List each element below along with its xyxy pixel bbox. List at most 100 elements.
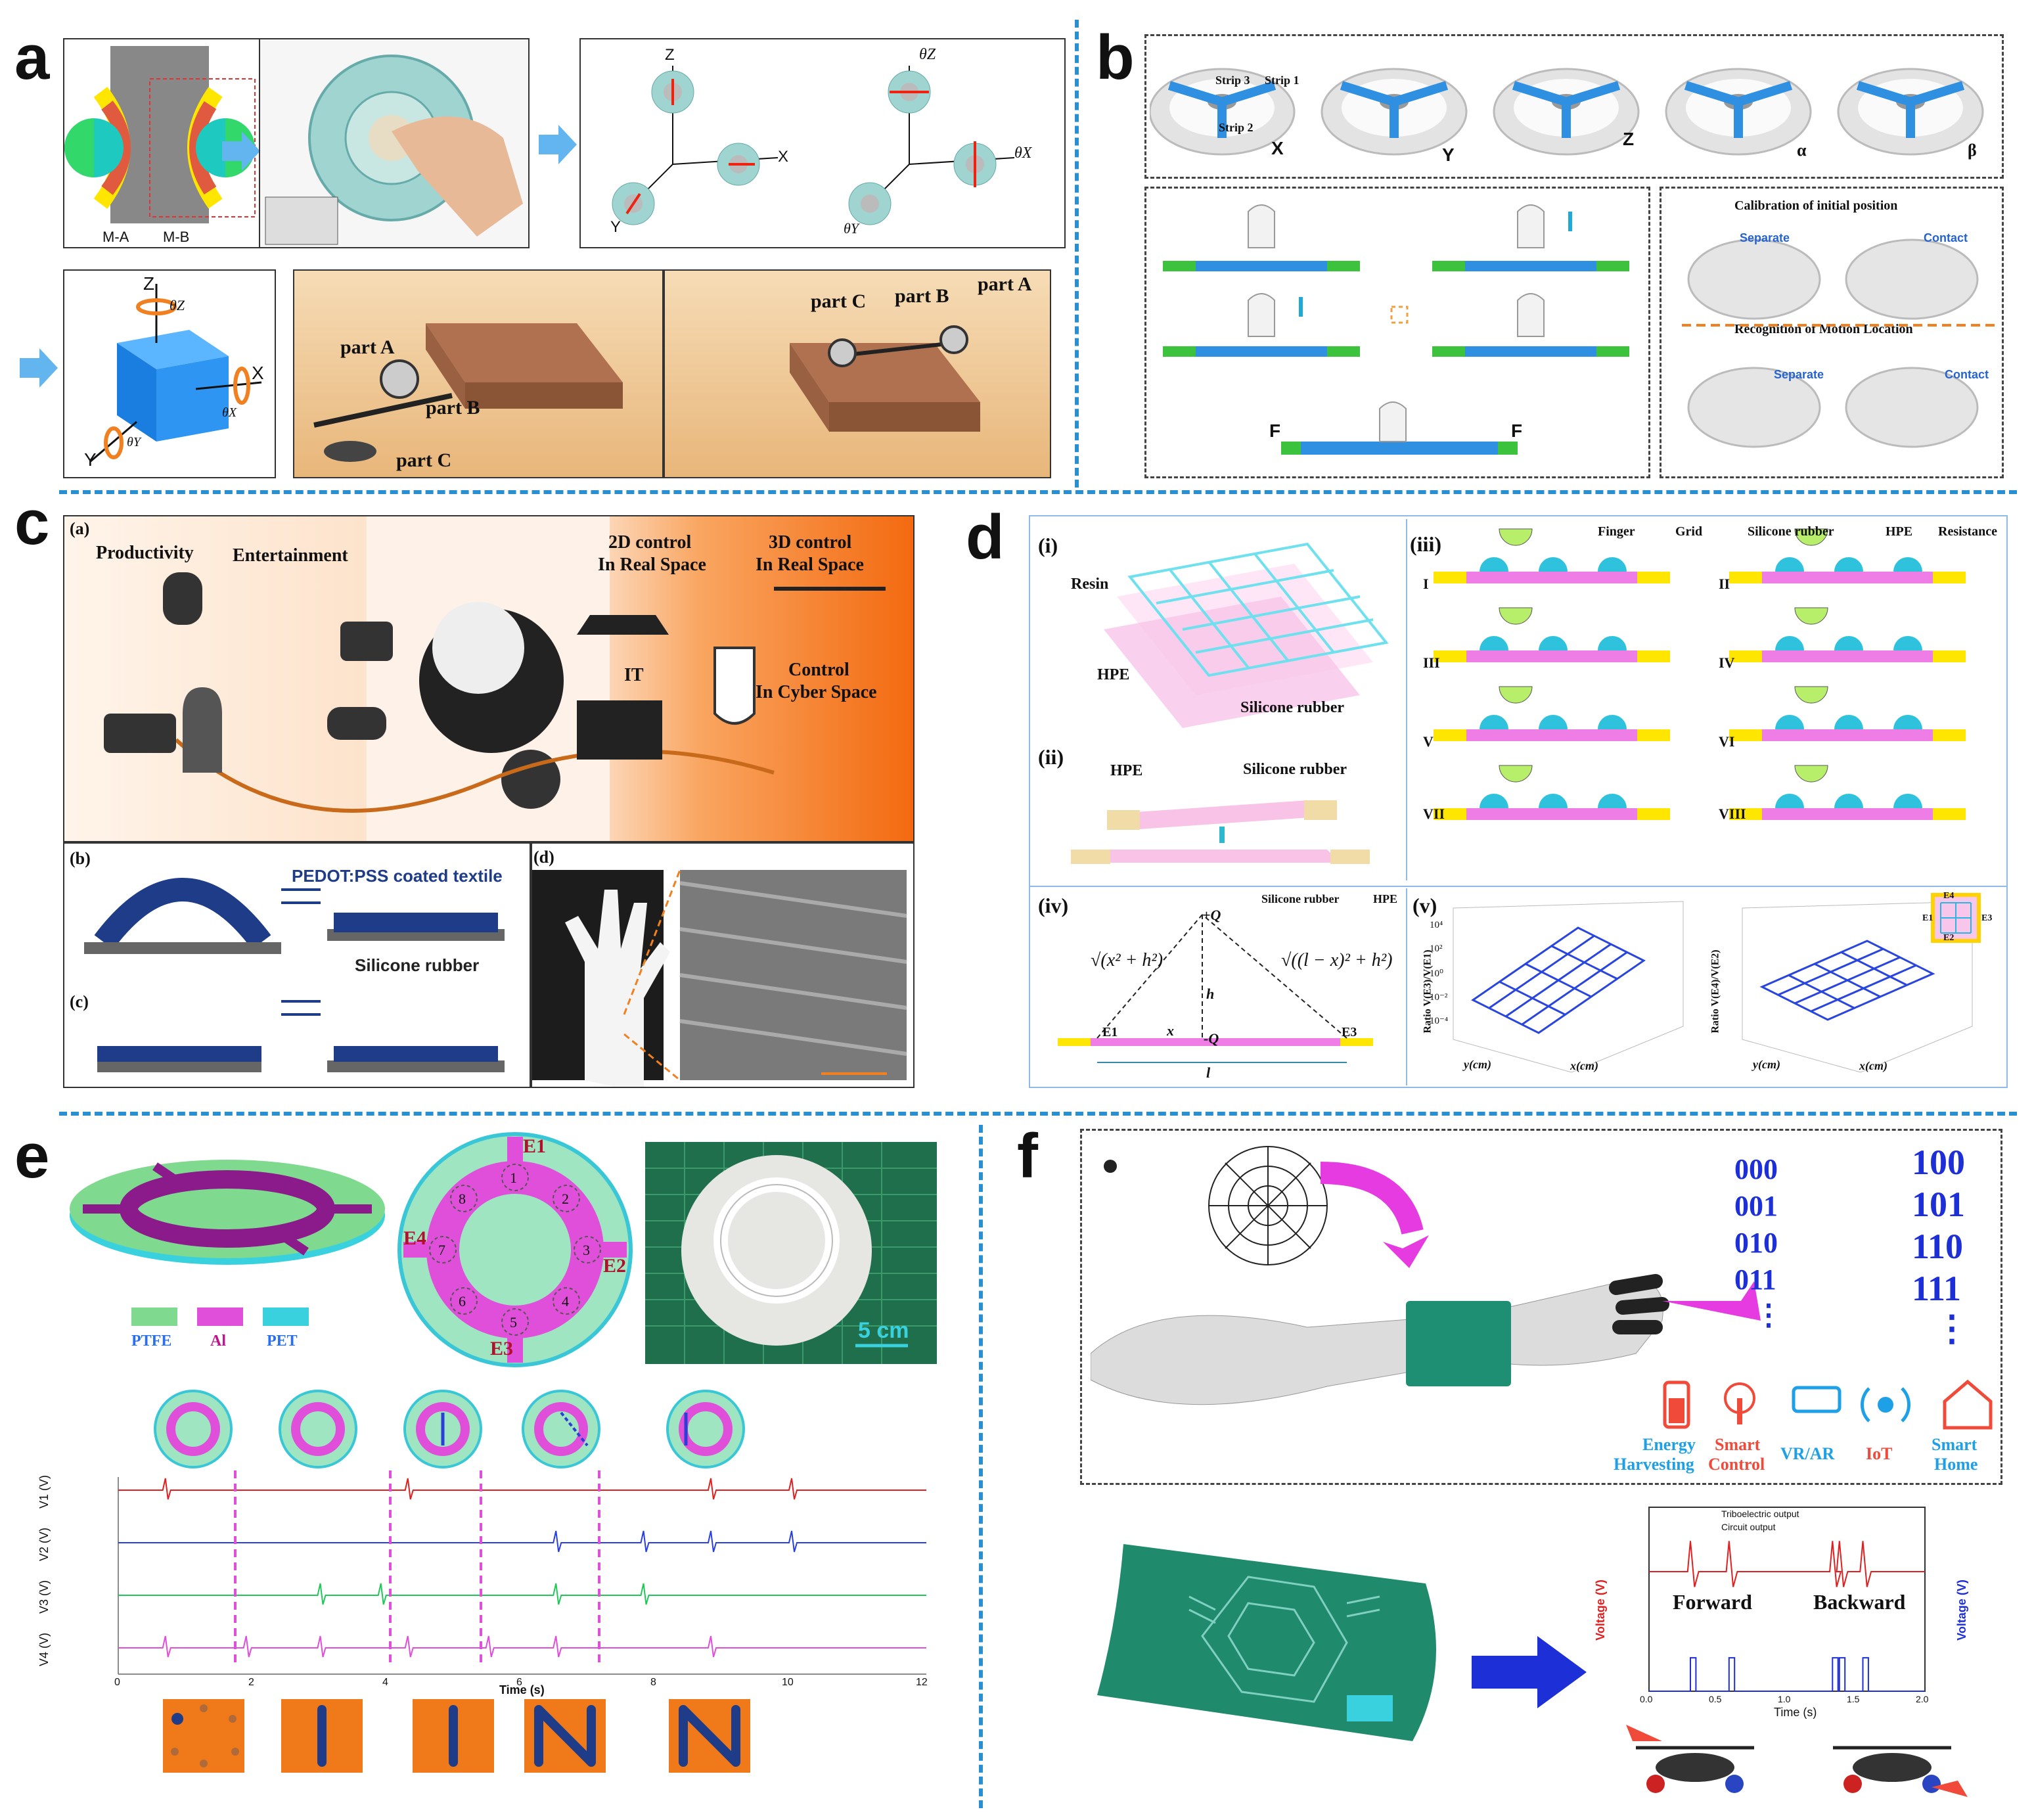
f-app-icons (1656, 1378, 1997, 1431)
d-ycm-2: y(cm) (1753, 1058, 1780, 1071)
arrow-icon (222, 131, 261, 171)
a-magnet-diagram: M-A M-B (63, 38, 260, 248)
d-state-3: III (1423, 654, 1440, 671)
b-separate-2: Separate (1774, 368, 1824, 381)
f-code-111: 111 (1912, 1269, 1962, 1308)
a-cube-diagram: Z X Y θZ θX θY (63, 269, 276, 478)
d-bottom-divider (1029, 886, 2008, 887)
f-code-010: 010 (1734, 1227, 1778, 1259)
e-device-photo (645, 1142, 937, 1364)
b-motion-z: Z (1623, 129, 1635, 149)
b-separate-1: Separate (1740, 231, 1790, 244)
b-rings (1148, 39, 1997, 174)
a-cube-x: X (252, 363, 264, 383)
d-z-tick-1: 10⁴ (1430, 920, 1443, 930)
e-ylabel-v4: V4 (V) (37, 1632, 51, 1667)
b-recognition-title: Recognition of Motion Location (1734, 322, 1913, 336)
f-app-smart-1: Smart (1715, 1435, 1761, 1454)
d-legend-grid: Grid (1675, 524, 1703, 539)
e-electrode-e4: E4 (403, 1227, 427, 1249)
d-e2-mini: E2 (1943, 933, 1955, 943)
d-ylabel-2: Ratio V(E4)/V(E2) (1709, 949, 1721, 1034)
d-state-6: VI (1719, 733, 1735, 750)
b-calibration-box (1660, 187, 2004, 478)
d-states (1406, 519, 2005, 880)
c-it: IT (624, 665, 644, 685)
f-code-101: 101 (1912, 1185, 1965, 1224)
a-render-1: part A part B part C (293, 269, 664, 478)
d-state-5: V (1423, 733, 1434, 750)
b-force-left: F (1269, 421, 1281, 441)
f-xtick-0: 0.0 (1640, 1694, 1653, 1704)
d-z-tick-2: 10² (1430, 944, 1443, 954)
e-legend-ptfe: PTFE (131, 1332, 172, 1350)
f-xtick-4: 2.0 (1916, 1694, 1929, 1704)
e-electrode-e2: E2 (603, 1255, 627, 1277)
e-xtick-6: 6 (516, 1677, 522, 1688)
a-part-c-1: part C (396, 449, 452, 471)
f-tribo-line (1649, 1541, 1925, 1587)
separator-row1 (59, 490, 2017, 494)
e-electrode-e3: E3 (490, 1338, 514, 1359)
e-traces (79, 1470, 953, 1700)
panel-label-c: c (14, 488, 50, 558)
e-ylabel-v3: V3 (V) (37, 1580, 51, 1614)
e-xtick-0: 0 (114, 1677, 120, 1688)
f-code-110: 110 (1912, 1227, 1964, 1266)
f-app-vrar: VR/AR (1780, 1444, 1835, 1463)
a-axis-y: Y (610, 218, 622, 236)
f-code-011: 011 (1734, 1263, 1776, 1296)
c-cyber-1: Control (788, 660, 849, 680)
f-chart (1603, 1501, 1971, 1724)
b-strip-3: Strip 3 (1215, 74, 1250, 87)
c-bottom-right (531, 842, 915, 1088)
f-app-home-1: Smart (1932, 1435, 1977, 1454)
e-legend-swatches (131, 1308, 315, 1327)
e-num-6: 6 (459, 1293, 466, 1309)
panel-label-a: a (14, 22, 50, 93)
e-scale-bar: 5 cm (858, 1318, 909, 1343)
d-state-4: IV (1719, 654, 1735, 671)
d-surface-plots (1407, 888, 2005, 1085)
e-trace-v2 (118, 1530, 926, 1553)
d-label-iv: (iv) (1038, 894, 1069, 917)
a-part-b-1: part B (426, 397, 480, 419)
a-render-2: part C part B part A (664, 269, 1051, 478)
f-forward: Forward (1673, 1590, 1752, 1614)
c-sub-b: (b) (70, 849, 91, 868)
f-app-home-2: Home (1934, 1455, 1978, 1474)
a-label-mb: M-B (163, 229, 190, 245)
f-top-box (1080, 1129, 2002, 1485)
a-part-a-2: part A (978, 273, 1032, 295)
b-contact-2: Contact (1945, 368, 1989, 381)
e-xtick-10: 10 (782, 1677, 794, 1688)
f-illustration (1090, 1137, 1912, 1478)
e-device-3d (63, 1143, 392, 1275)
e-mini-rings (154, 1386, 784, 1478)
b-force-right: F (1511, 421, 1523, 441)
d-left-diagrams (1031, 518, 1406, 886)
a-axis-thetay: θY (844, 220, 859, 237)
d-legend-finger: Finger (1598, 524, 1635, 539)
a-axis-thetax: θX (1014, 145, 1032, 162)
e-letter-tiles (163, 1699, 820, 1778)
e-xtick-4: 4 (382, 1677, 388, 1688)
d-legend-hpe: HPE (1886, 524, 1913, 539)
e-electrode-e1: E1 (523, 1135, 547, 1157)
a-cube-thetay: θY (127, 435, 141, 449)
separator-ab (1075, 20, 1079, 488)
f-code-100: 100 (1912, 1143, 1965, 1182)
e-xtick-2: 2 (248, 1677, 254, 1688)
arrow-icon (20, 348, 59, 388)
e-ylabel-v1: V1 (V) (37, 1474, 51, 1509)
b-motion-x: X (1271, 138, 1284, 158)
f-circuit-line (1649, 1657, 1925, 1692)
d-state-1: I (1423, 576, 1429, 592)
f-app-energy-2: Harvesting (1614, 1455, 1694, 1474)
d-silicone-1: Silicone rubber (1240, 699, 1345, 716)
d-state-2: II (1719, 576, 1730, 592)
a-cube-y: Y (84, 449, 97, 470)
a-part-c-2: part C (811, 290, 867, 312)
d-l: l (1206, 1064, 1211, 1081)
c-silicone-label: Silicone rubber (355, 955, 480, 975)
